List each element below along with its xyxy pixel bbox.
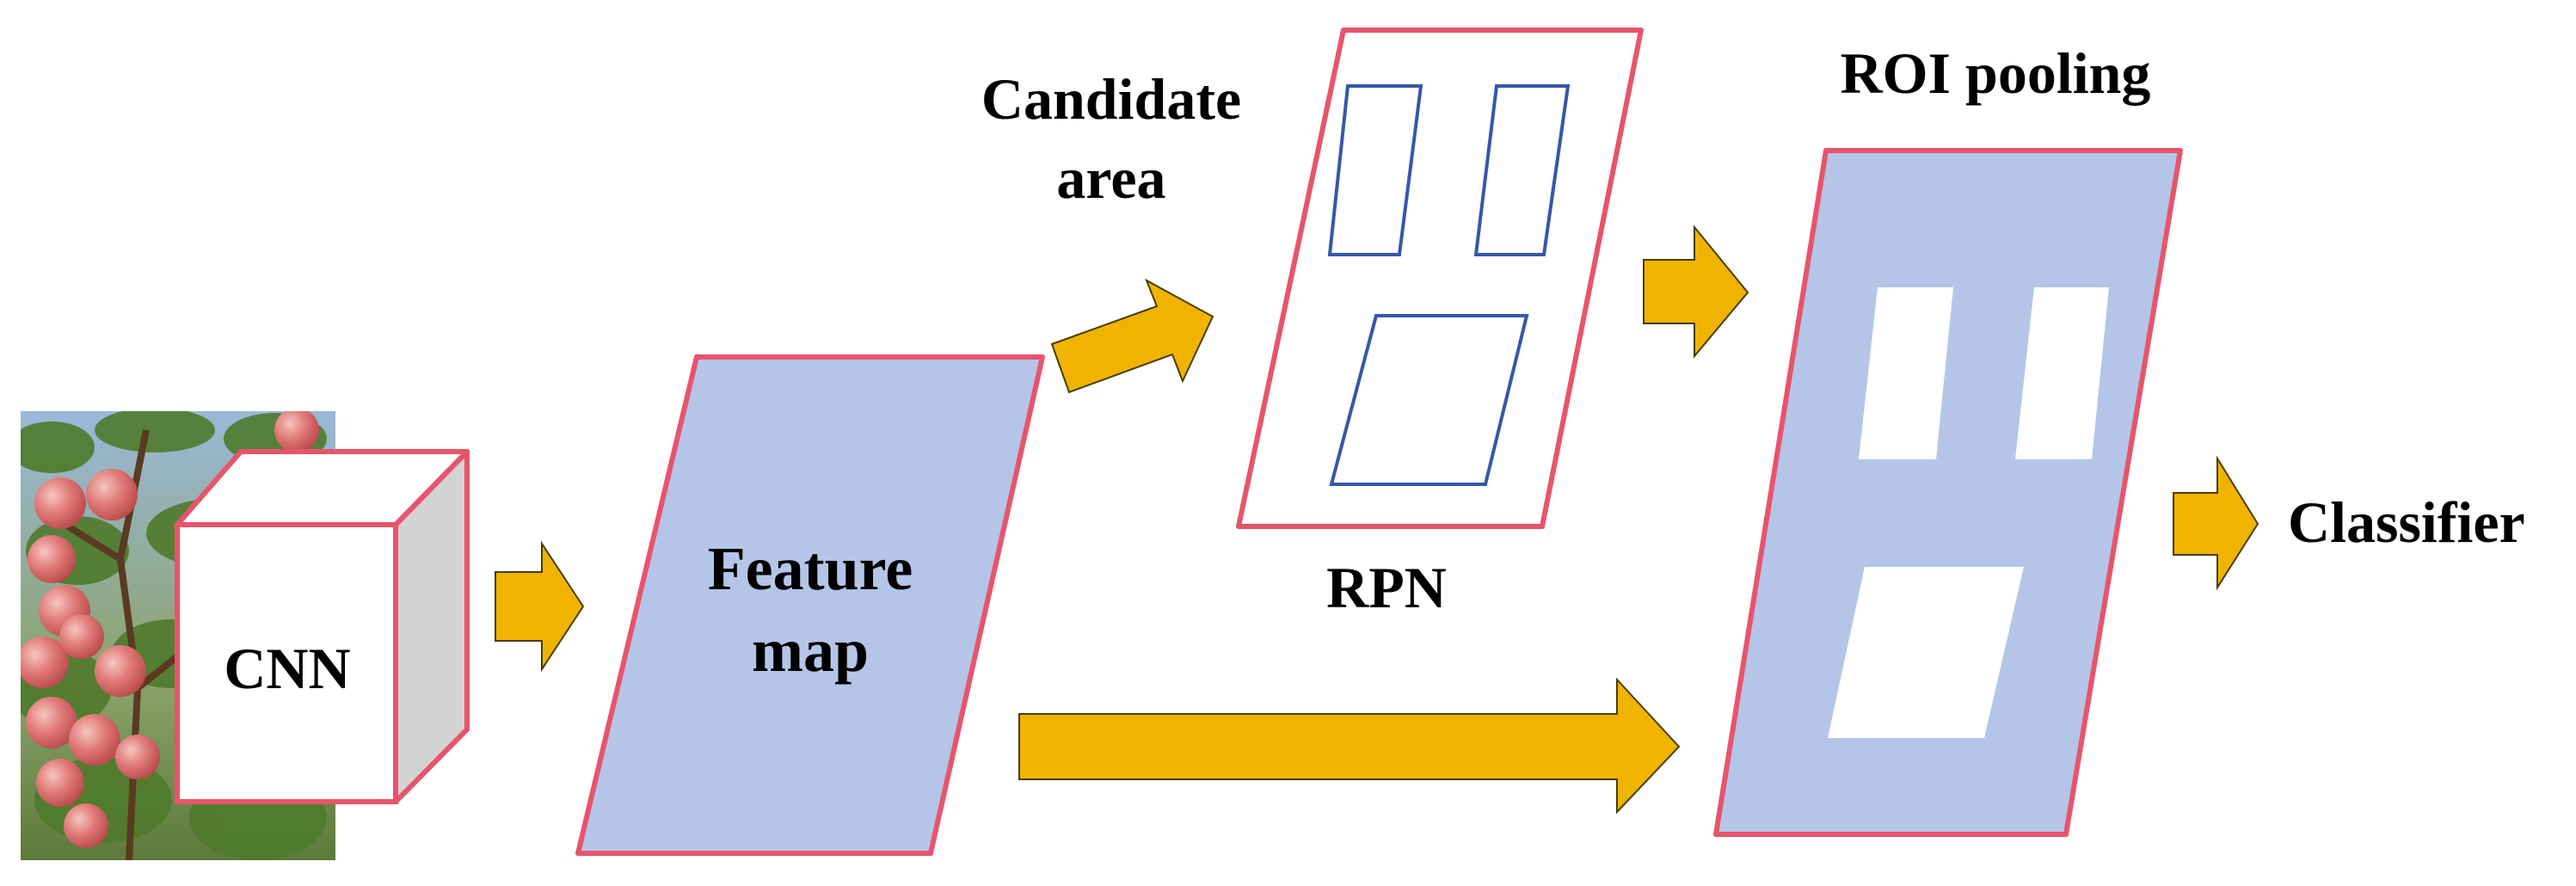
- cnn-cube-side: [396, 452, 467, 802]
- feature-map-label-line2: map: [752, 616, 869, 685]
- feature-map-label-line1: Feature: [708, 534, 913, 603]
- pooled-region: [1828, 567, 2024, 738]
- candidate-area-label-line1: Candidate: [981, 66, 1241, 132]
- proposal-box: [1329, 314, 1529, 486]
- rpn-label: RPN: [1326, 555, 1447, 620]
- feature-map: Feature map: [575, 354, 1045, 856]
- right-arrow-icon: [495, 540, 585, 673]
- proposal-box: [1473, 84, 1571, 256]
- candidate-area-label-line2: area: [1056, 145, 1165, 211]
- proposal-box: [1327, 84, 1423, 256]
- right-arrow-icon: [1018, 677, 1681, 815]
- pooled-region: [1859, 287, 1953, 459]
- cnn-cube-top: [177, 452, 467, 525]
- classifier-label: Classifier: [2288, 489, 2525, 555]
- pooled-region: [2015, 287, 2109, 459]
- rpn-box: [1236, 28, 1644, 529]
- roi-pooling-box: [1713, 148, 2183, 837]
- right-arrow-icon: [2173, 455, 2259, 591]
- cnn-label: CNN: [224, 636, 350, 701]
- right-arrow-icon: [1050, 278, 1214, 394]
- right-arrow-icon: [1643, 225, 1749, 359]
- cnn-cube: CNN: [175, 449, 470, 804]
- cnn-cube-front: [177, 525, 396, 802]
- roi-pooling-label: ROI pooling: [1841, 40, 2151, 106]
